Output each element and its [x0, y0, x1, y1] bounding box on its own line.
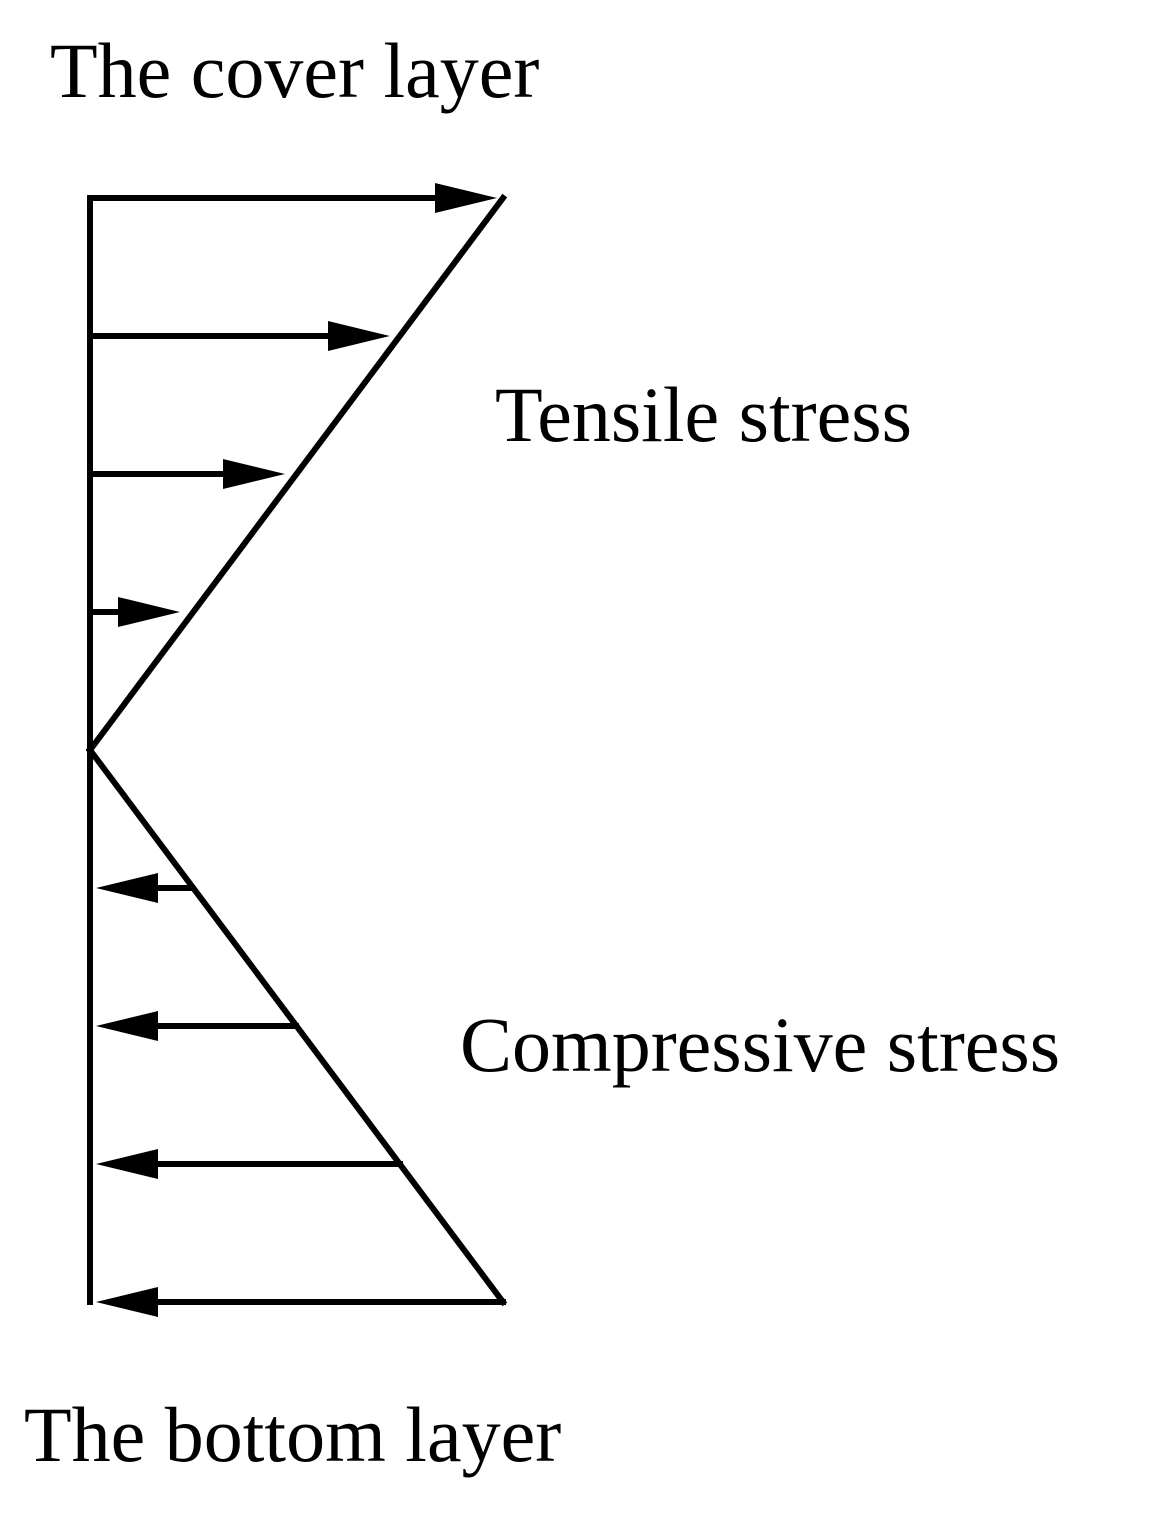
tensile-arrowhead-2: [328, 321, 390, 351]
cover-layer-label: The cover layer: [50, 27, 540, 114]
compressive-arrowhead-4: [96, 1287, 158, 1317]
tensile-arrowhead-3: [223, 459, 285, 489]
tensile-envelope-line: [85, 193, 508, 755]
compressive-arrowhead-2: [96, 1011, 158, 1041]
compressive-arrowhead-3: [96, 1149, 158, 1179]
compressive-arrowhead-1: [96, 873, 158, 903]
tensile-stress-label: Tensile stress: [495, 371, 912, 458]
compressive-stress-label: Compressive stress: [460, 1001, 1061, 1088]
tensile-arrowhead-1: [435, 183, 497, 213]
bottom-layer-label: The bottom layer: [24, 1391, 562, 1478]
tensile-arrowhead-4: [118, 597, 180, 627]
